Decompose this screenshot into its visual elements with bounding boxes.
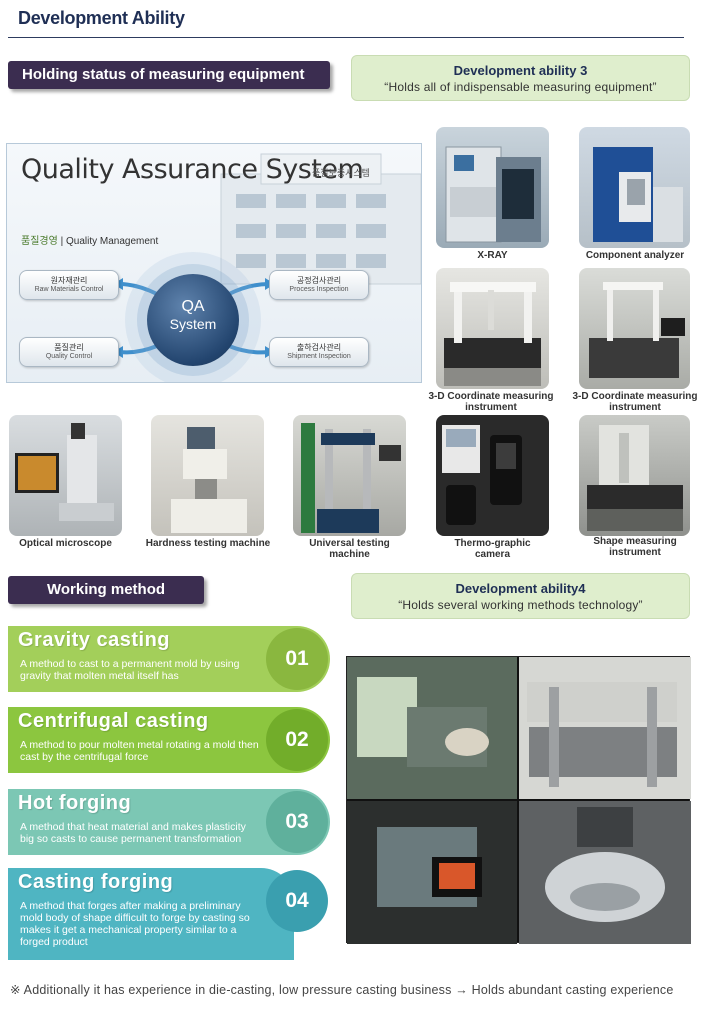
cmm-photo-1 <box>436 268 549 389</box>
qa-pill-process-inspection: 공정검사관리 Process Inspection <box>269 270 369 300</box>
thermographic-camera-caption: Thermo-graphic camera <box>454 538 531 560</box>
ability-3-subtitle: “Holds all of indispensable measuring eq… <box>384 80 657 94</box>
quality-management-label: 품질경영 | Quality Management <box>21 236 159 247</box>
qa-center-circle: QA System <box>147 274 239 366</box>
title-divider <box>8 37 684 38</box>
optical-microscope-photo <box>9 415 122 536</box>
qa-system-diagram: Quality Assurance System 품질보증시스템 품질경영 | … <box>6 143 422 383</box>
page-title: Development Ability <box>18 8 185 28</box>
equipment-section-badge: Holding status of measuring equipment <box>8 61 330 89</box>
component-analyzer-photo <box>579 127 690 248</box>
method-number: 03 <box>266 791 328 853</box>
shape-measuring-photo <box>579 415 690 536</box>
method-description: A method that forges after making a prel… <box>20 900 250 948</box>
method-description: A method to pour molten metal rotating a… <box>20 739 259 763</box>
qa-heading: Quality Assurance System <box>21 154 364 185</box>
qa-pill-raw-materials: 원자재관리 Raw Materials Control <box>19 270 119 300</box>
qa-heading-korean: 품질보증시스템 <box>312 168 370 178</box>
universal-testing-machine-caption: Universal testing machine <box>309 538 390 560</box>
xray-caption: X-RAY <box>477 250 508 261</box>
footnote: ※ Additionally it has experience in die-… <box>10 983 674 997</box>
method-title: Hot forging <box>18 792 132 814</box>
method-number: 01 <box>266 628 328 690</box>
method-title: Centrifugal casting <box>18 710 209 732</box>
quality-management-english: Quality Management <box>65 236 159 247</box>
qa-pill-shipment-inspection: 출하검사관리 Shipment Inspection <box>269 337 369 367</box>
building-illustration <box>220 153 421 285</box>
method-description: A method that heat material and makes pl… <box>20 821 246 845</box>
ability-4-title: Development ability4 <box>455 581 586 596</box>
cmm-caption-2: 3-D Coordinate measuring instrument <box>572 391 698 413</box>
development-ability-3: Development ability 3 “Holds all of indi… <box>351 55 690 101</box>
working-method-badge: Working method <box>8 576 204 604</box>
method-title: Casting forging <box>18 871 174 893</box>
cmm-caption-1: 3-D Coordinate measuring instrument <box>428 391 554 413</box>
method-gravity-casting: Gravity casting A method to cast to a pe… <box>8 626 330 692</box>
process-photos <box>346 656 691 944</box>
hardness-tester-photo <box>151 415 264 536</box>
ability-4-subtitle: “Holds several working methods technolog… <box>398 598 643 612</box>
ability-3-title: Development ability 3 <box>453 63 588 78</box>
method-centrifugal-casting: Centrifugal casting A method to pour mol… <box>8 707 330 773</box>
thermographic-camera-photo <box>436 415 549 536</box>
shape-measuring-caption: Shape measuring instrument <box>593 536 677 558</box>
method-description: A method to cast to a permanent mold by … <box>20 658 240 682</box>
quality-management-korean: 품질경영 <box>21 236 58 247</box>
optical-microscope-caption: Optical microscope <box>19 538 112 549</box>
component-analyzer-caption: Component analyzer <box>585 250 685 261</box>
method-number: 02 <box>266 709 328 771</box>
xray-photo <box>436 127 549 248</box>
hardness-tester-caption: Hardness testing machine <box>145 538 271 549</box>
method-title: Gravity casting <box>18 629 171 651</box>
method-number: 04 <box>266 870 328 932</box>
method-hot-forging: Hot forging A method that heat material … <box>8 789 330 855</box>
development-ability-4: Development ability4 “Holds several work… <box>351 573 690 619</box>
universal-testing-machine-photo <box>293 415 406 536</box>
method-casting-forging: Casting forging A method that forges aft… <box>8 868 294 960</box>
qa-pill-quality-control: 품질관리 Quality Control <box>19 337 119 367</box>
cmm-photo-2 <box>579 268 690 389</box>
